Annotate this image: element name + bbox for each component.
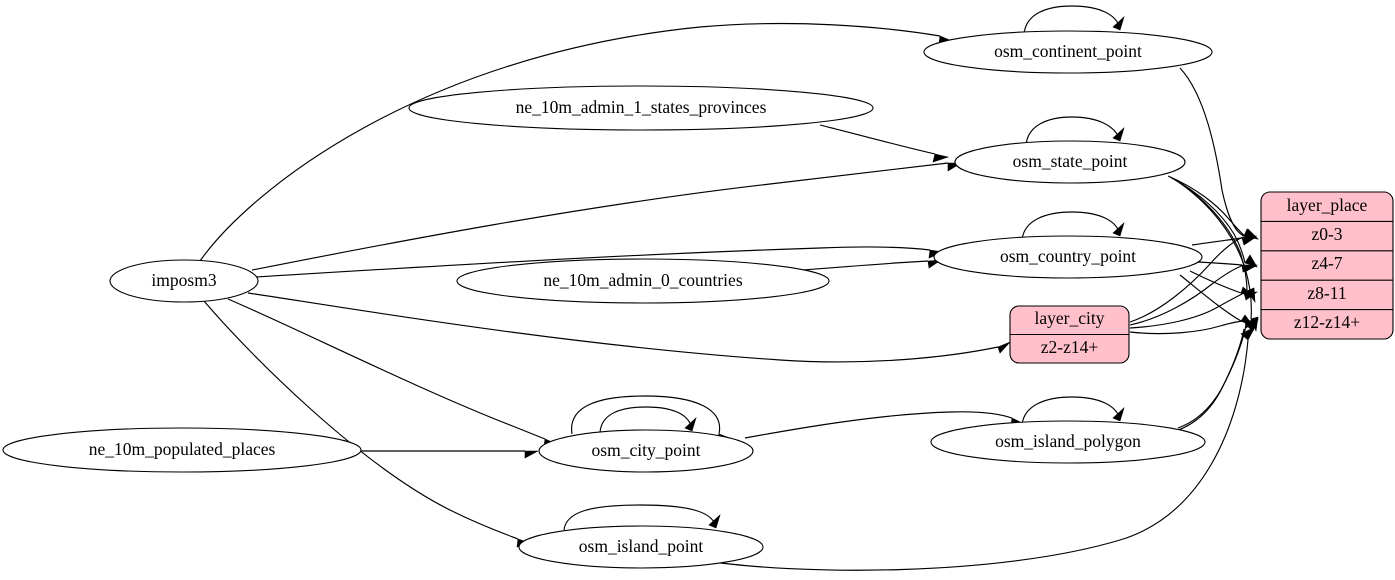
record-layer: layer_city z2-z14+ layer_place z0-3 z4-7… (1009, 191, 1394, 364)
node-osm-country-point[interactable]: osm_country_point (933, 235, 1203, 279)
node-label-osm-island-polygon: osm_island_polygon (995, 431, 1141, 451)
layer-place-row-z8-11: z8-11 (1307, 283, 1346, 303)
layer-place-row-z0-3: z0-3 (1311, 224, 1342, 244)
node-label-osm-country-point: osm_country_point (1000, 246, 1136, 266)
node-osm-city-point[interactable]: osm_city_point (538, 429, 754, 473)
node-ne-10m-admin-0-countries[interactable]: ne_10m_admin_0_countries (456, 258, 830, 304)
layer-city-title: layer_city (1035, 308, 1105, 328)
node-ne-10m-admin-1-states-provinces[interactable]: ne_10m_admin_1_states_provinces (408, 85, 874, 131)
node-osm-island-polygon[interactable]: osm_island_polygon (930, 420, 1206, 464)
node-layer-city[interactable]: layer_city z2-z14+ (1009, 305, 1130, 364)
layer-place-row-z12-z14: z12-z14+ (1294, 312, 1360, 332)
node-label-ne-countries: ne_10m_admin_0_countries (543, 270, 742, 290)
node-osm-state-point[interactable]: osm_state_point (954, 140, 1186, 184)
layer-place-title: layer_place (1287, 195, 1368, 215)
node-label-ne-populated: ne_10m_populated_places (89, 439, 276, 459)
node-osm-continent-point[interactable]: osm_continent_point (923, 30, 1213, 74)
node-label-ne-states: ne_10m_admin_1_states_provinces (516, 97, 767, 117)
node-label-osm-island-point: osm_island_point (579, 536, 704, 556)
node-label-osm-continent-point: osm_continent_point (994, 41, 1142, 61)
node-label-osm-state-point: osm_state_point (1013, 151, 1128, 171)
node-layer: imposm3 ne_10m_admin_1_states_provinces … (2, 30, 1213, 569)
layer-place-row-z4-7: z4-7 (1311, 253, 1342, 273)
node-ne-10m-populated-places[interactable]: ne_10m_populated_places (2, 427, 362, 473)
node-osm-island-point[interactable]: osm_island_point (518, 525, 764, 569)
node-label-osm-city-point: osm_city_point (592, 440, 701, 460)
layer-city-row-z2: z2-z14+ (1041, 337, 1099, 357)
node-imposm3[interactable]: imposm3 (109, 259, 259, 303)
node-layer-place[interactable]: layer_place z0-3 z4-7 z8-11 z12-z14+ (1260, 191, 1394, 340)
node-label-imposm3: imposm3 (151, 270, 216, 290)
